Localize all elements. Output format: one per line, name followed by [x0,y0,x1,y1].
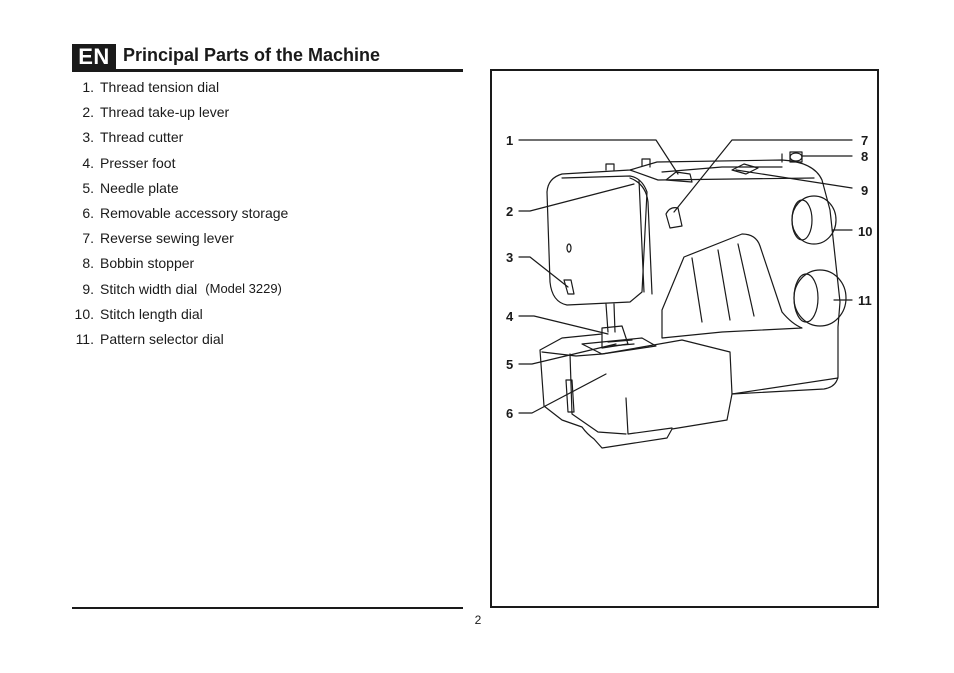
callout-11: 11 [858,293,872,308]
thread-tension-dial [665,171,693,183]
storage-front [569,353,627,435]
part-label: Bobbin stopper [100,255,195,272]
sewing-machine-diagram: 1 2 3 4 5 6 7 8 9 10 11 [506,133,872,449]
part-number: 2. [82,104,94,121]
part-label: Stitch length dial [100,305,203,322]
parts-list-item: 2. Thread take-up lever [72,102,288,127]
part-number: 9. [82,280,94,297]
head-side-edge [629,177,653,295]
part-number: 7. [82,230,94,247]
face-plate-seam [638,179,645,293]
part-label: Thread tension dial [100,79,220,95]
leader-line-4 [518,315,609,335]
indicator-dot [566,243,572,253]
callout-5: 5 [506,357,513,372]
language-badge: EN [72,44,116,70]
leader-line-5 [518,343,617,365]
leader-line-3 [518,256,569,288]
needle-plate [581,337,657,355]
leader-line-6 [518,373,607,414]
model-note: (Model 3229) [205,280,282,296]
page-title: Principal Parts of the Machine [123,45,381,65]
feed-dog [607,339,635,347]
spool-pin-mid [641,158,651,168]
footer-rule [72,607,463,609]
part-number: 3. [82,129,94,146]
pattern-selector-dial-face [793,273,819,323]
callout-3: 3 [506,250,513,265]
top-panel-line [629,169,815,181]
part-number: 8. [82,255,94,272]
title-rule [72,69,463,72]
pattern-selector-dial [793,269,847,327]
callout-8: 8 [861,149,868,164]
machine-body-outline [539,159,841,449]
machine-head-front [546,175,648,306]
part-number: 5. [82,179,94,196]
part-label: Needle plate [100,179,179,196]
storage-latch [565,379,575,413]
callout-10: 10 [858,224,872,239]
stitch-length-dial-face [791,199,813,241]
callout-6: 6 [506,406,513,421]
part-label: Reverse sewing lever [100,230,234,247]
part-number: 11. [75,330,94,347]
callout-1: 1 [506,133,513,148]
leader-line-9 [735,169,853,189]
parts-list-item: 7. Reverse sewing lever [72,228,288,253]
base-front-line [625,397,673,435]
parts-list-item: 4. Presser foot [72,153,288,178]
page-number: 2 [474,613,482,627]
spool-pin-rear [605,163,615,171]
part-label: Removable accessory storage [100,204,289,221]
stitch-width-dial [731,163,759,175]
arm-inner-line [691,243,755,323]
top-groove [661,166,783,173]
part-label: Pattern selector dial [100,330,224,347]
callout-4: 4 [506,309,514,324]
callout-2: 2 [506,204,513,219]
part-number: 10. [74,305,94,322]
callout-7: 7 [861,133,868,148]
parts-list-item: 11. Pattern selector dial [72,329,288,354]
part-number: 6. [82,204,94,221]
thread-cutter [563,279,575,295]
parts-list-item: 1. Thread tension dial [72,77,288,102]
part-number: 1. [82,79,94,95]
part-label: Presser foot [100,154,176,171]
part-label: Stitch width dial [100,280,198,297]
leader-line-2 [518,183,635,212]
reverse-lever [665,207,683,229]
machine-diagram-frame: 1 2 3 4 5 6 7 8 9 10 11 [490,69,879,608]
parts-list-item: 5. Needle plate [72,178,288,203]
parts-list: 1. Thread tension dial 2. Thread take-up l… [72,77,289,354]
part-label: Thread take-up lever [100,104,230,121]
parts-list-item: 9. Stitch width dial (Model 3229) [72,279,288,304]
bobbin-stopper [789,152,803,162]
parts-list-item: 6. Removable accessory storage [72,203,288,228]
stitch-length-dial [791,195,837,245]
leader-line-7 [673,139,853,213]
arm-opening [661,233,803,339]
leader-line-1 [518,139,679,175]
parts-list-item: 3. Thread cutter [72,127,288,152]
parts-list-item: 10. Stitch length dial [72,304,288,329]
parts-list-item: 8. Bobbin stopper [72,253,288,278]
base-seam [731,377,839,395]
part-number: 4. [82,154,94,171]
part-label: Thread cutter [100,129,184,146]
callout-9: 9 [861,183,868,198]
